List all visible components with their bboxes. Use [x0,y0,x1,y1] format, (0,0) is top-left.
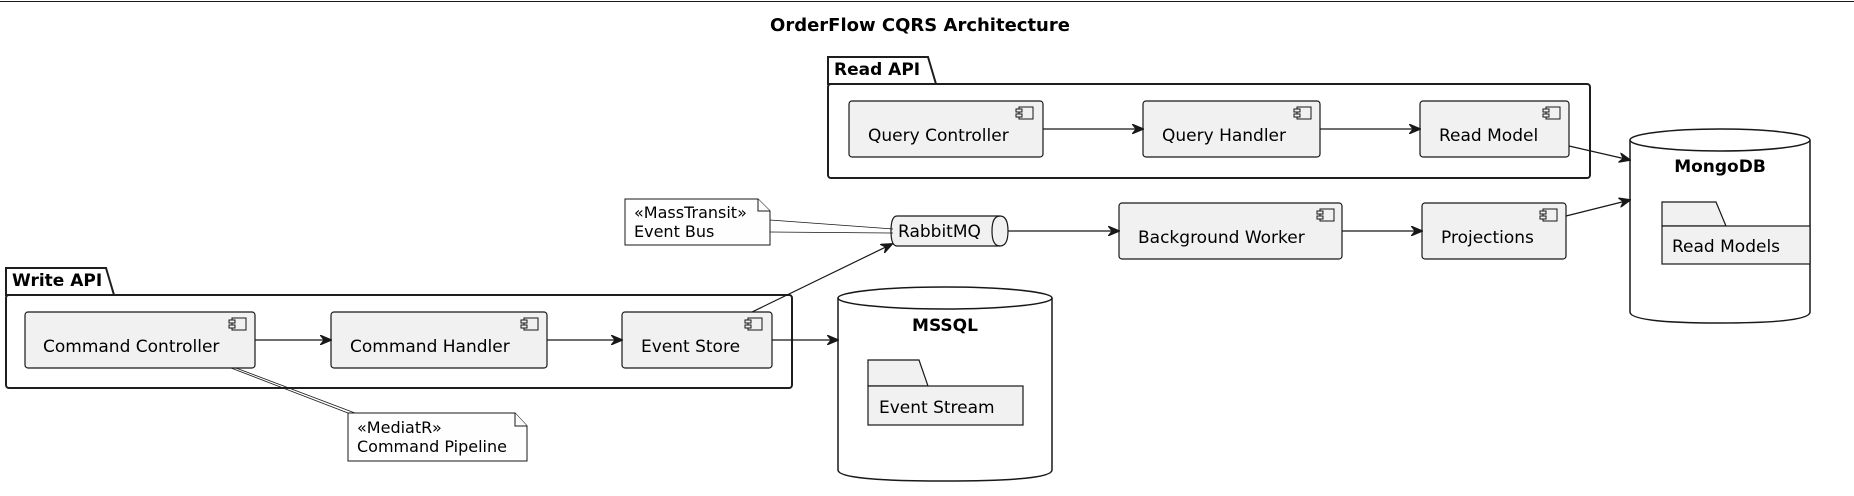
component-event-store: Event Store [621,311,773,369]
note-mediatr: «MediatR» Command Pipeline [230,367,528,462]
note-masstransit: «MassTransit» Event Bus [624,198,894,246]
note-text: Command Pipeline [357,437,507,456]
component-query-controller: Query Controller [848,100,1044,158]
component-projections: Projections [1421,202,1567,260]
database-mongodb: MongoDB Read Models [1629,128,1811,324]
edge-read-model-to-mongodb [1568,145,1630,160]
diagram-title: OrderFlow CQRS Architecture [770,15,1070,36]
component-command-handler: Command Handler [330,311,548,369]
component-label: Read Model [1439,126,1538,146]
queue-rabbitmq: RabbitMQ [890,215,1009,247]
folder-label: Event Stream [879,398,995,418]
database-title: MSSQL [912,316,978,336]
component-label: Query Handler [1162,126,1286,146]
component-read-model: Read Model [1419,100,1570,158]
database-mssql: MSSQL Event Stream [837,286,1053,482]
note-stereotype: «MediatR» [357,418,442,437]
component-command-controller: Command Controller [24,311,256,369]
folder-event-stream: Event Stream [867,359,1024,426]
note-text: Event Bus [634,222,714,241]
package-read-api: Read API [827,56,1591,179]
queue-label: RabbitMQ [898,222,981,242]
component-query-handler: Query Handler [1142,100,1321,158]
folder-read-models: Read Models [1661,201,1811,265]
edge-projections-to-mongodb [1565,200,1630,217]
component-label: Command Handler [350,337,510,357]
component-label: Event Store [641,337,740,357]
component-label: Query Controller [868,126,1009,146]
database-title: MongoDB [1674,157,1766,177]
package-write-api: Write API [5,267,793,389]
package-title: Write API [12,271,102,291]
component-label: Background Worker [1138,228,1305,248]
package-title: Read API [834,60,920,80]
edge-event-store-to-rabbitmq [751,244,892,313]
folder-label: Read Models [1672,237,1780,257]
component-label: Command Controller [43,337,219,357]
note-stereotype: «MassTransit» [634,203,747,222]
component-label: Projections [1441,228,1534,248]
component-background-worker: Background Worker [1118,202,1343,260]
